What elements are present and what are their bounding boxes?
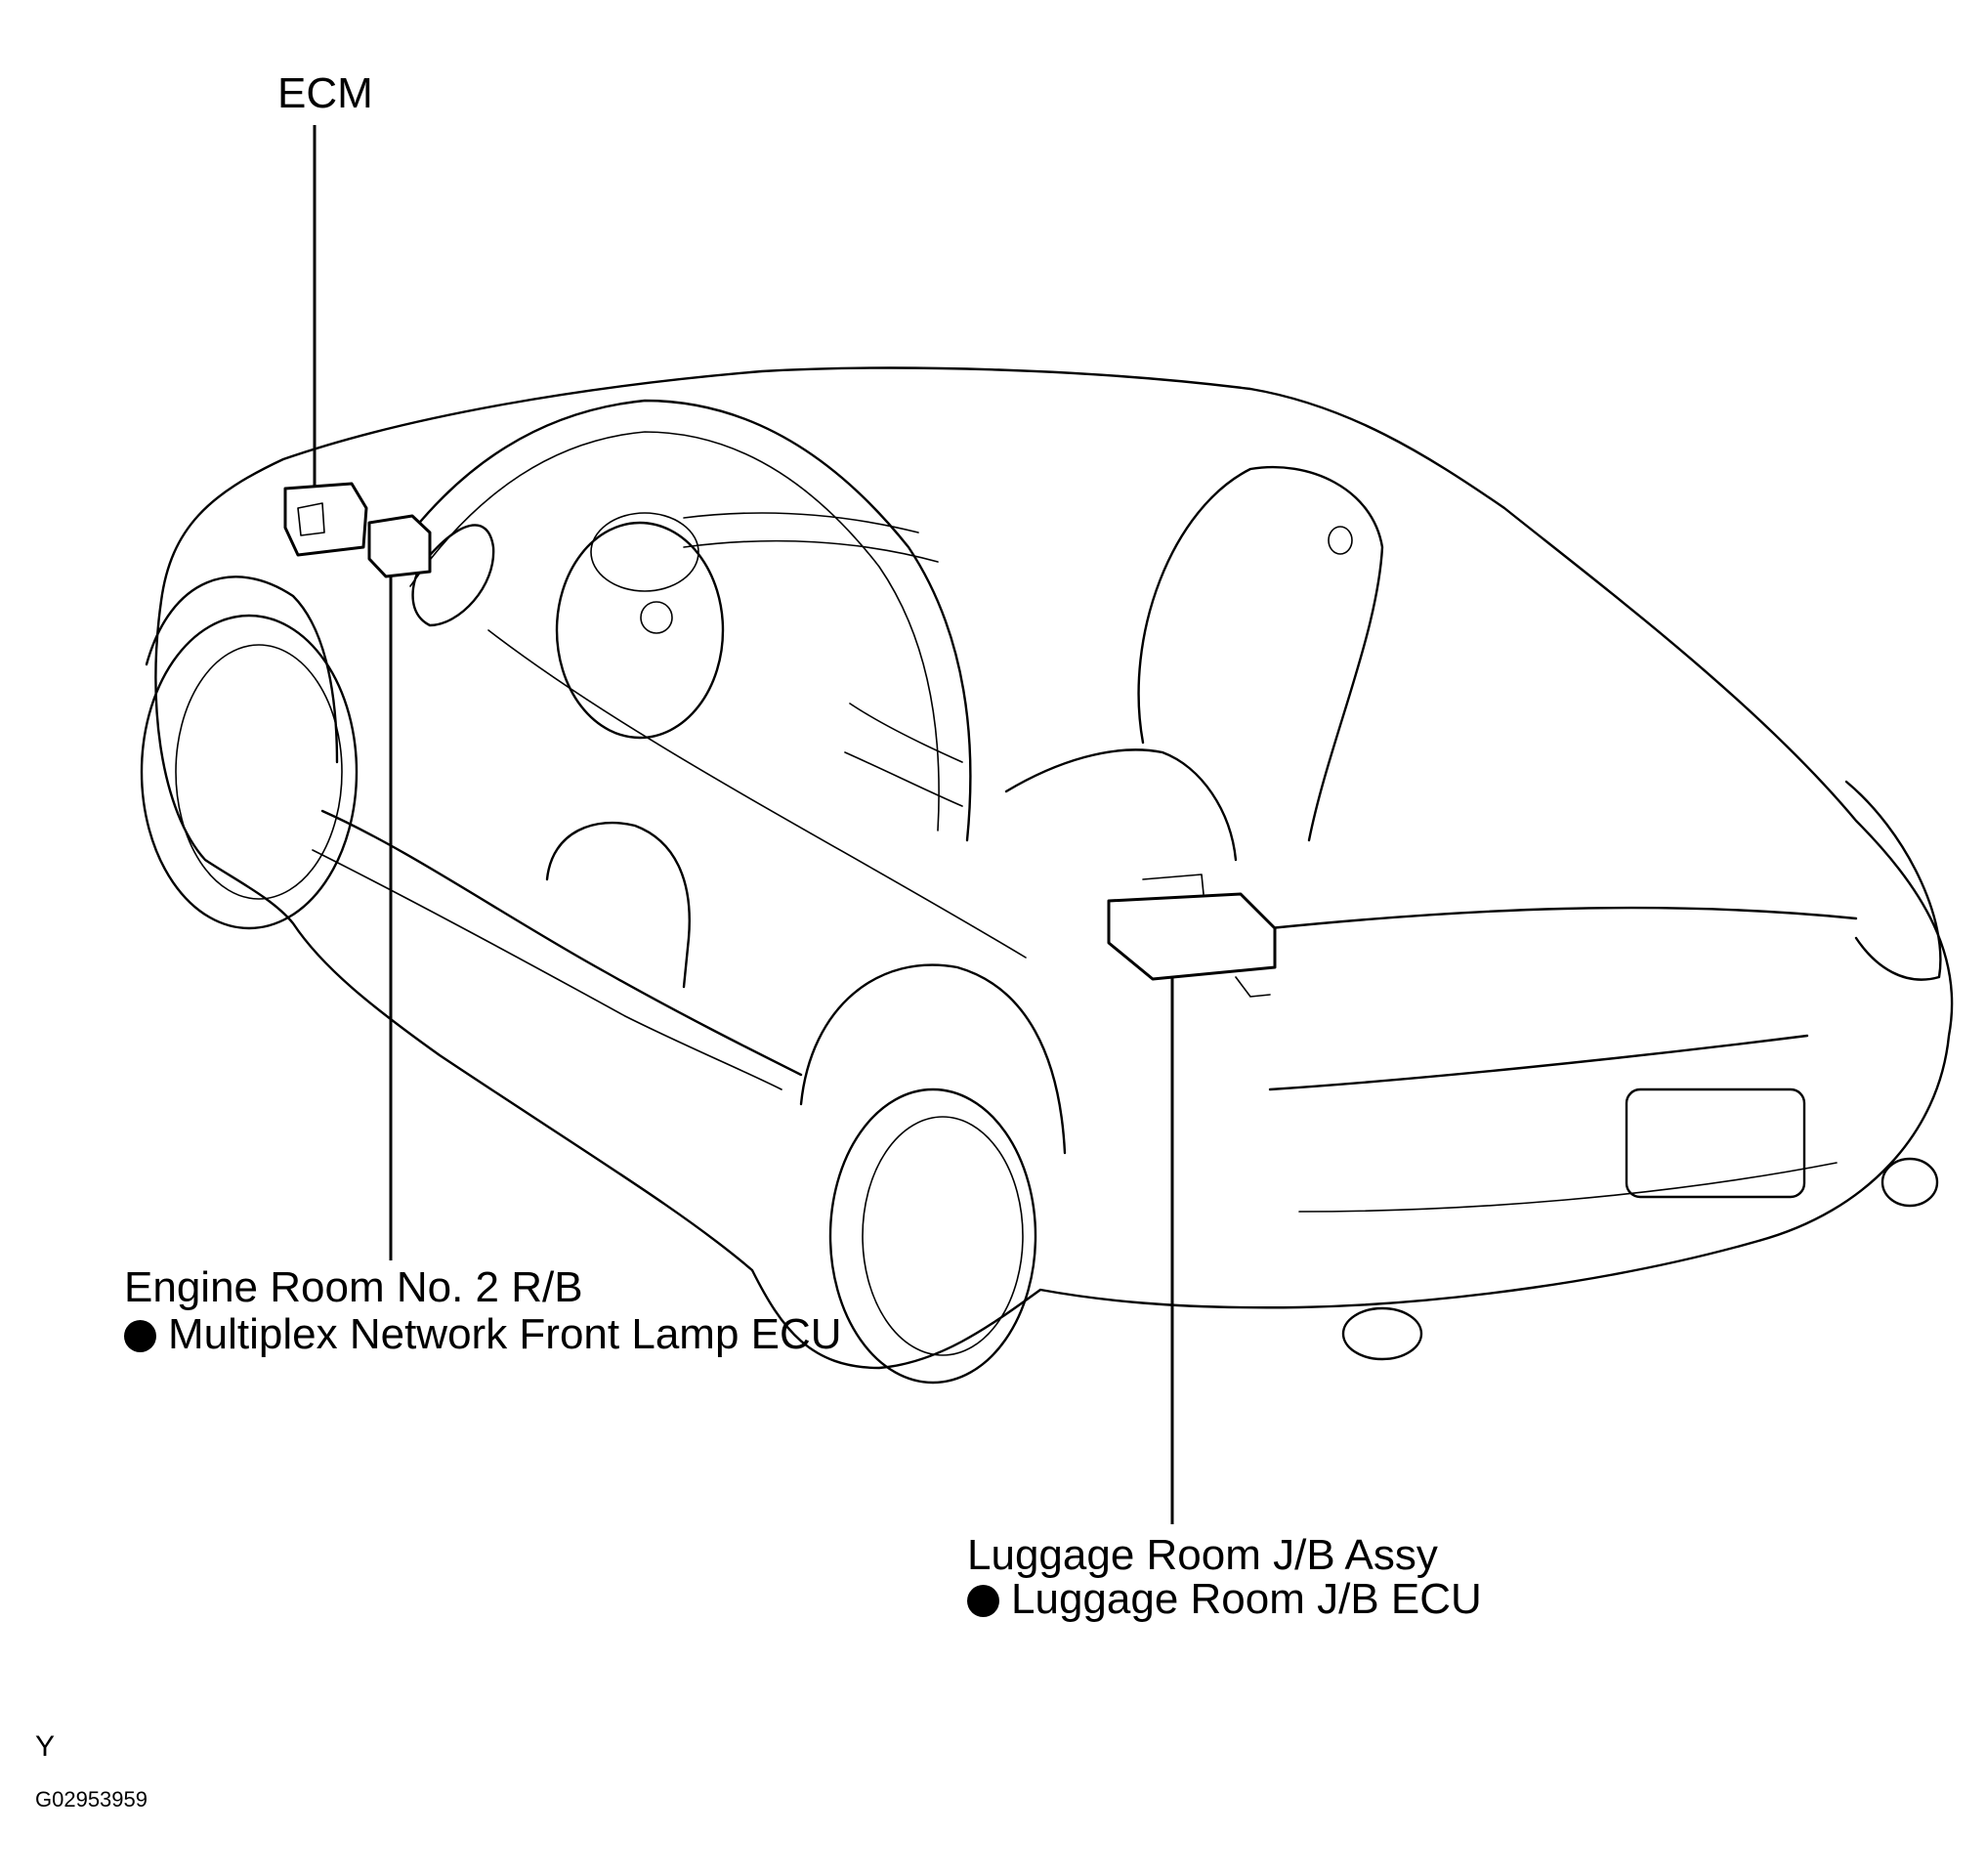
trunk-line (1268, 906, 1858, 930)
driver-seat (545, 821, 691, 989)
dashboard (683, 512, 939, 563)
rear-bumper (1268, 1034, 1809, 1091)
engine-room-rb-label: Engine Room No. 2 R/B (124, 1263, 583, 1311)
figure-code: G02953959 (35, 1787, 148, 1812)
front-wheel-inner (175, 644, 343, 900)
ecm-label: ECM (277, 69, 373, 117)
luggage-ecu-label: Luggage Room J/B ECU (1011, 1575, 1482, 1623)
sill-line (320, 809, 803, 1077)
luggage-jb-component (1107, 874, 1277, 998)
exhaust-right (1880, 1157, 1939, 1208)
rear-wheel (828, 1087, 1037, 1385)
seat-headrest-hole (1328, 526, 1353, 555)
windshield-inner (409, 431, 940, 831)
front-wheel-arch (145, 576, 339, 764)
luggage-ecu-row: Luggage Room J/B ECU (967, 1578, 1482, 1621)
ecm-component (283, 482, 368, 557)
side-mirror (411, 524, 495, 627)
luggage-jb-label: Luggage Room J/B Assy (967, 1531, 1438, 1579)
door-line (487, 629, 1027, 959)
windshield-frame (384, 399, 972, 842)
exhaust-left (1341, 1306, 1423, 1361)
car-body-outline (154, 366, 1954, 1370)
rear-valance (1298, 1162, 1838, 1213)
engine-room-rb-component (367, 514, 432, 578)
steering-wheel (555, 521, 725, 740)
sill-line-lower (312, 849, 782, 1090)
front-lamp-ecu-row: Multiplex Network Front Lamp ECU (124, 1313, 842, 1356)
passenger-seat (1137, 465, 1384, 842)
steering-hub (640, 601, 673, 634)
gauge-cluster (590, 512, 699, 592)
rear-wheel-inner (862, 1116, 1024, 1356)
center-console (844, 703, 963, 807)
rear-wheel-arch (799, 963, 1067, 1155)
bullet-icon (124, 1320, 156, 1352)
corner-letter: Y (35, 1730, 56, 1763)
front-lamp-ecu-label: Multiplex Network Front Lamp ECU (168, 1310, 842, 1358)
front-wheel (140, 614, 359, 930)
rear-deck (1004, 748, 1238, 862)
license-plate (1625, 1087, 1806, 1199)
bullet-icon (967, 1585, 999, 1617)
tail-lamp (1844, 780, 1942, 981)
